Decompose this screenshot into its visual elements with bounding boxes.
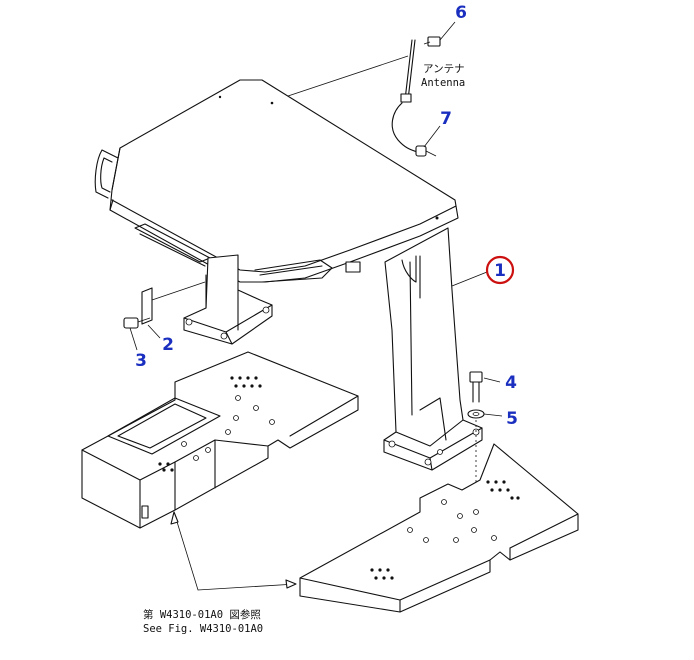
callout-6[interactable]: 6 — [455, 3, 467, 23]
bolt-and-washer — [467, 371, 485, 510]
left-support — [183, 254, 273, 345]
plate-and-bolt — [123, 281, 206, 329]
reference-leaders — [170, 511, 297, 591]
leader-3 — [129, 327, 138, 351]
antenna-label-en: Antenna — [421, 77, 465, 89]
right-plate-holes — [370, 480, 520, 580]
leader-1 — [451, 271, 488, 287]
main-pillar — [383, 227, 483, 471]
antenna-assembly — [281, 36, 441, 157]
callout-7[interactable]: 7 — [440, 109, 452, 129]
leader-5 — [483, 413, 503, 417]
callout-4[interactable]: 4 — [505, 373, 517, 393]
leader-4 — [483, 377, 501, 383]
reference-note-en: See Fig. W4310-01A0 — [143, 623, 263, 635]
left-floor-plate — [81, 351, 359, 529]
leader-7 — [423, 125, 441, 148]
floor-plate-holes — [158, 376, 275, 472]
callout-1-circle — [485, 255, 515, 285]
antenna-label-jp: アンテナ — [423, 63, 465, 75]
callout-2[interactable]: 2 — [162, 335, 174, 355]
leader-6 — [439, 21, 456, 41]
right-floor-plate — [299, 443, 579, 613]
leader-2 — [147, 324, 161, 339]
callout-3[interactable]: 3 — [135, 351, 147, 371]
callout-5[interactable]: 5 — [506, 409, 518, 429]
callout-1[interactable]: 1 — [494, 261, 506, 281]
console-top — [94, 79, 459, 283]
reference-note-jp: 第 W4310-01A0 図参照 — [143, 608, 261, 621]
